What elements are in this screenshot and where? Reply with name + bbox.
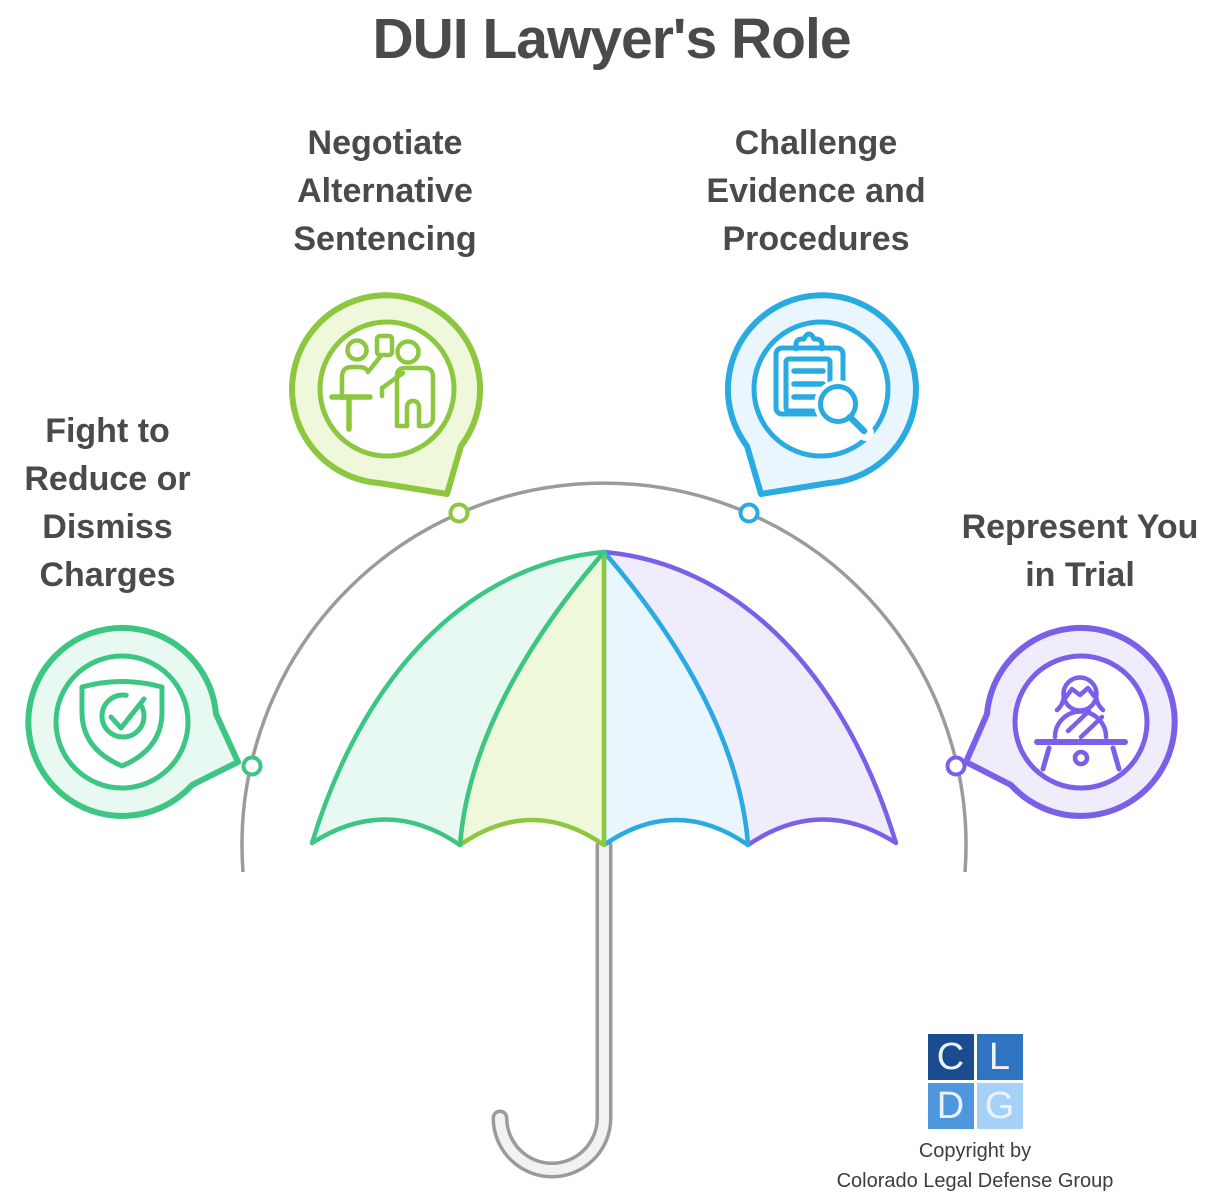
label-challenge-evidence: Challenge Evidence and Procedures: [706, 124, 926, 258]
speech-bubble-negotiate: [289, 292, 483, 497]
label-fight-to-reduce: Fight to Reduce or Dismiss Charges: [24, 412, 191, 594]
umbrella-handle: [491, 837, 613, 1179]
witness-stand-icon: [1034, 675, 1128, 772]
logo-square-c: C: [927, 1034, 974, 1080]
arc-node-challenge: [738, 502, 760, 524]
arc-node-negotiate: [448, 502, 470, 524]
connector-arc: [240, 481, 968, 873]
negotiation-icon: [329, 333, 436, 432]
speech-bubble-represent: [963, 624, 1178, 819]
copyright-line2: Colorado Legal Defense Group: [836, 1170, 1114, 1192]
page-title: DUI Lawyer's Role: [372, 7, 851, 71]
speech-bubble-fight: [25, 624, 241, 819]
label-represent-in-trial: Represent You in Trial: [961, 508, 1199, 594]
clipboard-search-icon: [773, 331, 874, 441]
cldg-logo: C L D G: [927, 1034, 1023, 1129]
arc-node-fight: [241, 755, 263, 777]
footer: C L D G Copyright by Colorado Legal Defe…: [815, 1034, 1135, 1196]
logo-square-l: L: [976, 1034, 1023, 1080]
logo-square-g: G: [976, 1083, 1023, 1129]
logo-square-d: D: [927, 1083, 974, 1129]
speech-bubble-challenge: [725, 292, 919, 497]
label-negotiate-sentencing: Negotiate Alternative Sentencing: [293, 124, 477, 258]
umbrella-panel-green: [309, 549, 607, 848]
arc-node-represent: [945, 755, 967, 777]
copyright-text: Copyright by Colorado Legal Defense Grou…: [815, 1136, 1135, 1196]
umbrella-canopy: [309, 549, 899, 848]
shield-check-icon: [79, 679, 165, 769]
umbrella-panel-blue: [601, 549, 751, 848]
copyright-line1: Copyright by: [918, 1140, 1032, 1162]
